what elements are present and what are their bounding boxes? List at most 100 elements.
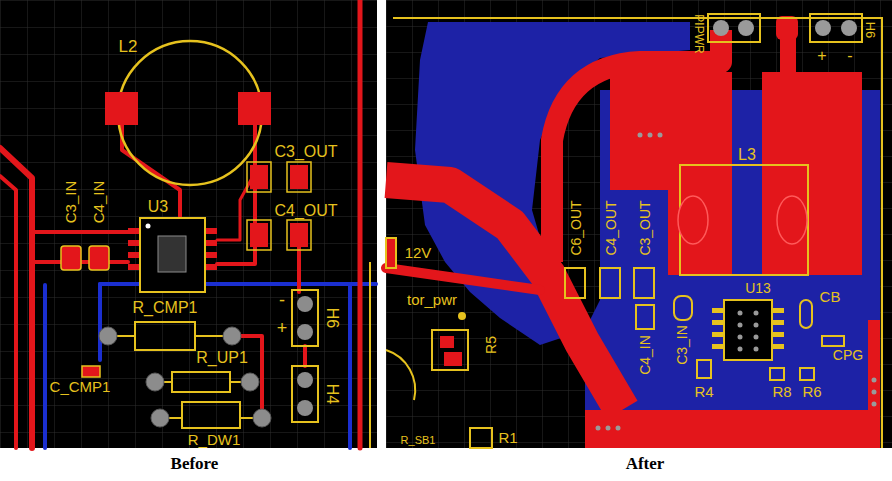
ic-symbol bbox=[738, 311, 743, 316]
ic-symbol bbox=[128, 240, 140, 246]
ic-symbol bbox=[712, 320, 724, 325]
through-hole-pad bbox=[99, 327, 117, 345]
red-trace bbox=[32, 230, 128, 234]
capacitor-pads bbox=[247, 220, 271, 250]
red-trace bbox=[297, 247, 301, 292]
ic-symbol bbox=[205, 228, 217, 234]
ic-symbol bbox=[772, 320, 784, 325]
header-connector bbox=[292, 290, 318, 422]
capacitor-pads bbox=[61, 162, 311, 377]
ic-symbol bbox=[712, 332, 724, 337]
capacitor-pads bbox=[600, 268, 620, 298]
red-trace bbox=[0, 0, 360, 448]
silkscreen-label: H6 bbox=[863, 22, 877, 39]
red-trace bbox=[232, 336, 262, 420]
silkscreen-label: - bbox=[847, 47, 852, 65]
ic-symbol bbox=[128, 228, 140, 234]
copper-pour bbox=[610, 72, 732, 275]
ic-symbol bbox=[712, 300, 784, 360]
board-outline bbox=[393, 18, 882, 448]
silkscreen-label: C4_IN bbox=[91, 181, 108, 224]
resistor-symbol bbox=[135, 322, 195, 350]
panel-caption: Before bbox=[0, 453, 389, 475]
header-connector bbox=[292, 290, 318, 346]
capacitor-pads bbox=[61, 246, 81, 270]
header-connector bbox=[297, 372, 313, 388]
inductor-symbol bbox=[777, 196, 807, 244]
silkscreen-label: tor_pwr bbox=[407, 292, 457, 309]
header-connector bbox=[708, 14, 862, 42]
ic-symbol bbox=[158, 236, 186, 272]
misc-footprint bbox=[444, 352, 462, 366]
red-trace bbox=[122, 125, 180, 218]
silkscreen-label: U3 bbox=[148, 198, 168, 216]
via bbox=[658, 133, 663, 138]
after-board bbox=[386, 0, 892, 448]
capacitor-pads bbox=[247, 162, 271, 192]
header-connector bbox=[738, 20, 754, 36]
before-board bbox=[0, 0, 377, 448]
ic-symbol bbox=[146, 224, 151, 229]
ic-symbol bbox=[738, 347, 743, 352]
ic-symbol bbox=[754, 311, 759, 316]
panel-caption: After bbox=[386, 453, 892, 475]
ic-symbol bbox=[754, 335, 759, 340]
header-connector bbox=[292, 366, 318, 422]
silkscreen-label: L3 bbox=[738, 146, 756, 164]
through-hole-pad bbox=[99, 327, 271, 427]
capacitor-pads bbox=[674, 296, 692, 320]
silkscreen-label: CPG bbox=[833, 348, 863, 363]
misc-footprint bbox=[432, 330, 468, 370]
board-outline bbox=[393, 18, 882, 448]
resistor-symbol bbox=[164, 381, 241, 383]
ic-symbol bbox=[754, 347, 759, 352]
misc-footprint bbox=[386, 350, 415, 400]
silkscreen-label: C3_IN bbox=[675, 325, 690, 365]
capacitor-pads bbox=[287, 162, 311, 192]
capacitor-pads bbox=[565, 268, 844, 380]
capacitor-pads bbox=[250, 223, 268, 247]
ic-symbol bbox=[128, 218, 217, 292]
header-connector bbox=[810, 14, 862, 42]
through-hole-pad bbox=[223, 327, 241, 345]
misc-footprint bbox=[458, 312, 466, 320]
ground-pour bbox=[415, 22, 880, 448]
header-connector bbox=[297, 400, 313, 416]
silkscreen-label: R_CMP1 bbox=[133, 299, 198, 317]
silkscreen-label: C4_OUT bbox=[604, 200, 619, 255]
silkscreen-label: + bbox=[817, 47, 826, 65]
via bbox=[596, 426, 601, 431]
resistor-symbol bbox=[169, 417, 253, 419]
capacitor-pads bbox=[634, 268, 654, 298]
copper-pour bbox=[386, 16, 880, 448]
ic-symbol bbox=[128, 264, 140, 270]
capacitor-pads bbox=[822, 336, 844, 346]
misc-footprint bbox=[470, 428, 492, 448]
capacitor-pads bbox=[636, 305, 654, 329]
capacitor-pads bbox=[565, 268, 585, 298]
copper-pour bbox=[585, 410, 880, 448]
capacitor-pads bbox=[290, 165, 308, 189]
silkscreen-label: R8 bbox=[772, 384, 791, 401]
inductor-symbol bbox=[238, 92, 271, 125]
inductor-symbol bbox=[678, 165, 808, 275]
silkscreen-label: C3_OUT bbox=[638, 200, 653, 255]
silkscreen-label: C4_IN bbox=[638, 335, 653, 375]
red-trace bbox=[303, 346, 307, 366]
capacitor-pads bbox=[800, 368, 814, 380]
capacitor-pads bbox=[800, 300, 812, 328]
board-edge bbox=[369, 262, 371, 448]
blue-trace bbox=[98, 284, 102, 360]
via bbox=[616, 426, 621, 431]
silkscreen-label: L2 bbox=[119, 38, 138, 57]
misc-footprint bbox=[440, 336, 454, 348]
via bbox=[596, 133, 877, 431]
silkscreen-label: C6_OUT bbox=[569, 200, 584, 255]
blue-trace bbox=[348, 284, 352, 448]
before-board bbox=[0, 0, 377, 448]
copper-pour bbox=[386, 268, 540, 290]
